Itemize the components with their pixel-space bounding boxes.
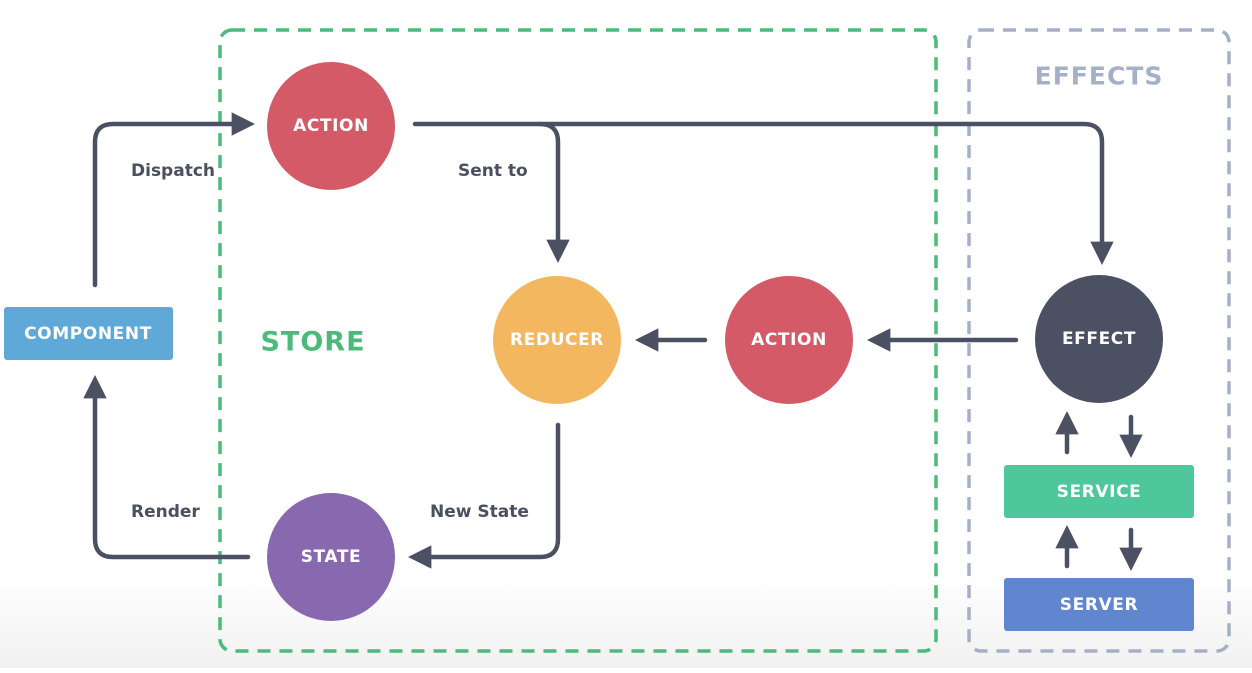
sent-to-label: Sent to xyxy=(458,161,528,181)
server-node: SERVER xyxy=(1004,578,1194,631)
dispatch-label: Dispatch xyxy=(131,161,215,181)
state-node-label: STATE xyxy=(301,547,362,567)
component-node: COMPONENT xyxy=(4,307,173,360)
effect-node: EFFECT xyxy=(1035,275,1163,403)
effects-boundary xyxy=(967,28,1231,653)
component-node-label: COMPONENT xyxy=(24,324,152,344)
new-state-arrow xyxy=(407,422,561,569)
action-node-top: ACTION xyxy=(267,62,395,190)
action-node-top-label: ACTION xyxy=(293,116,369,136)
reducer-node: REDUCER xyxy=(493,276,621,404)
sent-to-arrow xyxy=(412,121,570,264)
action-to-effect-arrow xyxy=(537,121,1114,266)
dispatch-arrow xyxy=(92,112,256,288)
new-state-label: New State xyxy=(430,502,529,522)
store-boundary xyxy=(218,28,938,653)
effects-label: EFFECTS xyxy=(1035,62,1164,91)
server-node-label: SERVER xyxy=(1060,595,1138,615)
effect-node-label: EFFECT xyxy=(1062,329,1136,349)
service-node: SERVICE xyxy=(1004,465,1194,518)
render-label: Render xyxy=(131,502,200,522)
state-node: STATE xyxy=(267,493,395,621)
render-arrow xyxy=(83,374,251,560)
action-node-middle-label: ACTION xyxy=(751,330,827,350)
store-label: STORE xyxy=(260,327,365,358)
reducer-node-label: REDUCER xyxy=(510,330,604,350)
action-node-middle: ACTION xyxy=(725,276,853,404)
service-node-label: SERVICE xyxy=(1057,482,1142,502)
